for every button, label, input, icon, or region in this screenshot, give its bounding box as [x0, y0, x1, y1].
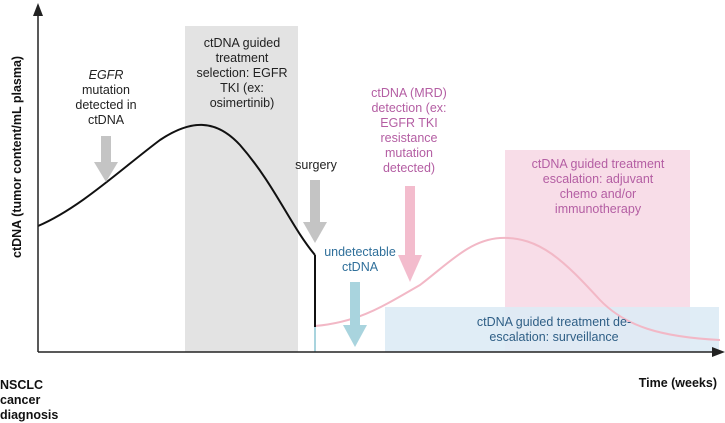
- surgery-label: surgery: [295, 158, 337, 172]
- y-axis-label: ctDNA (tumor content/mL plasma): [10, 55, 24, 258]
- x-axis-arrowhead: [712, 347, 725, 357]
- mrd-detection-label: ctDNA (MRD) detection (ex: EGFR TKI resi…: [371, 86, 447, 175]
- treatment-deescalation-band: [385, 307, 719, 352]
- undetectable-ctdna-label: undetectable ctDNA: [324, 245, 396, 274]
- egfr-mutation-text: mutation detected in ctDNA: [75, 83, 137, 127]
- egfr-gene-name: EGFR: [88, 68, 124, 82]
- x-axis-label: Time (weeks): [638, 376, 717, 390]
- recurrence-curve: [314, 236, 721, 341]
- egfr-mutation-label: EGFR mutation detected in ctDNA: [70, 68, 142, 128]
- treatment-selection-label: ctDNA guided treatment selection: EGFR T…: [196, 36, 288, 110]
- mrd-arrow: [398, 186, 422, 282]
- treatment-escalation-label: ctDNA guided treatment escalation: adjuv…: [531, 157, 665, 216]
- egfr-arrow: [94, 136, 118, 182]
- origin-label: NSCLC cancer diagnosis: [0, 378, 59, 422]
- ctdna-timeline-diagram: [33, 3, 725, 357]
- tumor-ctdna-curve: [37, 123, 316, 256]
- undetectable-arrow: [343, 282, 367, 347]
- surgery-arrow: [303, 180, 327, 243]
- treatment-deescalation-label: ctDNA guided treatment de-escalation: su…: [476, 315, 632, 344]
- y-axis-arrowhead: [33, 3, 43, 16]
- treatment-selection-band: [185, 26, 298, 352]
